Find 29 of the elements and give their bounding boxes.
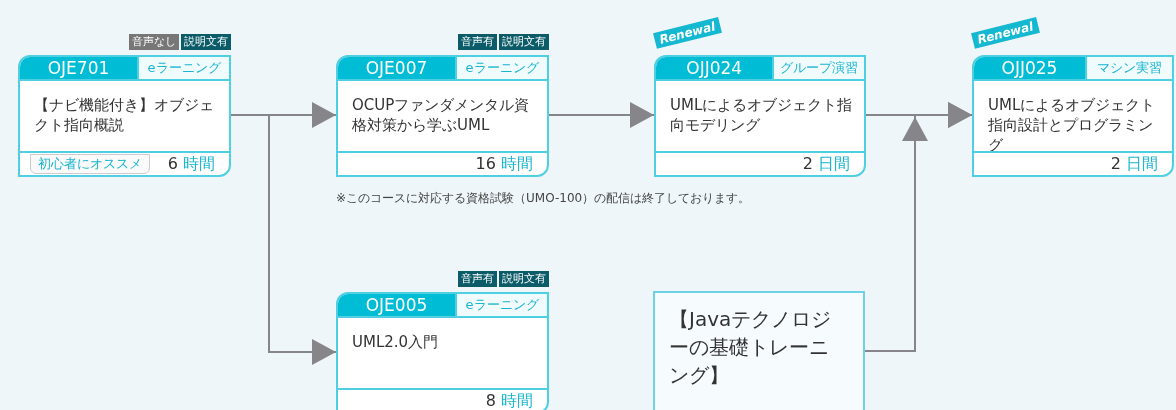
course-card [972,55,1174,177]
course-type: eラーニング [455,294,547,316]
badge: 説明文有 [499,34,549,50]
recommend-tab: 初心者にオススメ [30,154,150,174]
course-code: OJJ025 [974,57,1085,79]
course-title: 【ナビ機能付き】オブジェクト指向概説 [34,95,215,135]
badge: 音声有 [458,34,497,50]
badge: 説明文有 [499,271,549,287]
course-box [653,291,865,410]
badge: 音声なし [129,34,179,50]
note-text: ※このコースに対応する資格試験（UMO-100）の配信は終了しております。 [336,190,751,207]
course-title: UML2.0入門 [352,332,440,352]
course-title: UMLによるオブジェクト指向モデリング [670,95,854,135]
course-type: eラーニング [455,57,547,79]
course-card [18,55,231,177]
course-title: 【Javaテクノロジーの基礎トレーニング】 [669,306,833,389]
course-type: マシン実習 [1084,57,1172,79]
course-code: OJE007 [338,57,456,79]
course-code: OJE005 [338,294,456,316]
course-code: OJJ024 [656,57,773,79]
course-type: eラーニング [137,57,229,79]
course-card [336,55,549,177]
course-title: OCUPファンダメンタル資格対策から学ぶUML [352,95,531,135]
course-type: グループ演習 [772,57,864,79]
course-card [336,292,549,410]
course-code: OJE701 [20,57,138,79]
badge: 説明文有 [181,34,231,50]
badge: 音声有 [458,271,497,287]
course-card [654,55,866,177]
